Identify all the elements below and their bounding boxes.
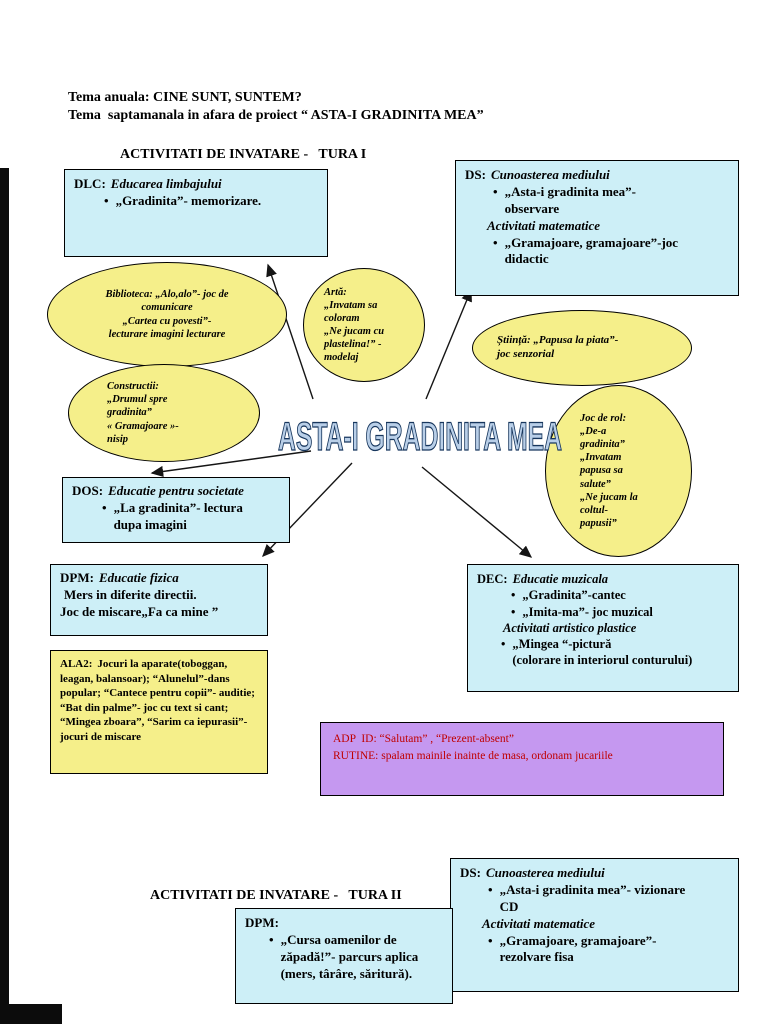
ellipse-stiinta: Știință: „Papusa la piata”- joc senzoria…: [472, 310, 692, 386]
dec-item1-text: „Gradinita”-cantec: [522, 588, 626, 603]
bullet-icon: [493, 235, 498, 252]
dpm2-item-text: „Cursa oamenilor de zăpadă!”- parcurs ap…: [280, 931, 419, 981]
adp-line2: RUTINE: spalam mainile inainte de masa, …: [333, 750, 613, 763]
bullet-icon: [511, 604, 515, 620]
ds1-heading: DS: Cunoasterea mediului: [465, 167, 729, 184]
box-dpm-tura1: DPM: Educatie fizica Mers in diferite dir…: [50, 564, 268, 636]
ds1-item2-text: „Gramajoare, gramajoare”-joc didactic: [504, 234, 679, 267]
dpm2-item: „Cursa oamenilor de zăpadă!”- parcurs ap…: [245, 932, 443, 983]
arrow-to-ds1: [425, 288, 472, 400]
box-dlc: DLC: Educarea limbajului „Gradinita”- mem…: [64, 169, 328, 257]
ds1-item2: „Gramajoare, gramajoare”-joc didactic: [465, 235, 729, 269]
ellipse-arta-text: Artă: „Invatam sa coloram „Ne jucam cu p…: [324, 286, 385, 364]
bullet-icon: [501, 636, 505, 652]
bullet-icon: [269, 932, 274, 949]
center-title-text: ASTA-I GRADINITA MEA: [278, 415, 562, 459]
ds2-item2: „Gramajoare, gramajoare”- rezolvare fisa: [460, 933, 729, 967]
bullet-icon: [488, 933, 493, 950]
box-ala2: ALA2:Jocuri la aparate(toboggan, leagan,…: [50, 650, 268, 774]
ellipse-biblioteca-text: Biblioteca: „Alo,alo”- joc de comunicare…: [105, 289, 229, 340]
dpm2-heading: DPM:: [245, 915, 443, 932]
ds2-code: DS:: [460, 865, 481, 880]
dos-title: Educatie pentru societate: [108, 483, 244, 498]
dec-code: DEC:: [477, 572, 508, 586]
bullet-icon: [102, 500, 107, 517]
dec-item2-text: „Imita-ma”- joc muzical: [522, 604, 653, 619]
bullet-icon: [493, 184, 498, 201]
section-title-tura-2: ACTIVITATI DE INVATARE - TURA II: [150, 888, 402, 903]
ellipse-stiinta-text: Știință: „Papusa la piata”- joc senzoria…: [497, 334, 619, 360]
scan-artifact-left-edge: [0, 168, 9, 1010]
ds1-item1-text: „Asta-i gradinita mea”- observare: [504, 183, 636, 216]
ds2-item2-text: „Gramajoare, gramajoare”- rezolvare fisa: [499, 932, 657, 965]
theme-weekly-line: Tema saptamanala in afara de proiect “ A…: [68, 108, 484, 123]
ds1-code: DS:: [465, 167, 486, 182]
section-title-tura-1: ACTIVITATI DE INVATARE - TURA I: [120, 147, 367, 162]
box-adp: ADP ID: “Salutam” , “Prezent-absent” RUT…: [320, 722, 724, 796]
box-dpm-tura2: DPM: „Cursa oamenilor de zăpadă!”- parcu…: [235, 908, 453, 1004]
dos-item-text: „La gradinita”- lectura dupa imagini: [113, 499, 243, 532]
dec-item2: „Imita-ma”- joc muzical: [477, 604, 729, 620]
dpm1-title: Educatie fizica: [98, 570, 179, 585]
ala2-text: Jocuri la aparate(toboggan, leagan, bala…: [60, 658, 255, 743]
bullet-icon: [104, 193, 109, 210]
ds2-heading: DS: Cunoasterea mediului: [460, 865, 729, 882]
dos-item: „La gradinita”- lectura dupa imagini: [72, 500, 280, 534]
ellipse-constructii-text: Constructii: „Drumul spre gradinita” « G…: [107, 381, 179, 445]
arrow-to-dec: [421, 466, 533, 558]
dpm1-heading: DPM: Educatie fizica: [60, 570, 258, 587]
ds2-item1-text: „Asta-i gradinita mea”- vizionare CD: [499, 881, 686, 914]
dlc-code: DLC:: [74, 176, 106, 191]
dpm1-line2: Mers in diferite directii.: [64, 586, 197, 602]
dlc-item-text: „Gradinita”- memorizare.: [115, 192, 262, 208]
adp-line1: ADP ID: “Salutam” , “Prezent-absent”: [333, 733, 514, 745]
box-dec: DEC: Educatie muzicala „Gradinita”-cantec…: [467, 564, 739, 692]
ds1-title: Cunoasterea mediului: [490, 167, 610, 182]
ds1-item1: „Asta-i gradinita mea”- observare: [465, 184, 729, 218]
dos-code: DOS:: [72, 483, 104, 498]
box-dos: DOS: Educatie pentru societate „La gradin…: [62, 477, 290, 543]
ds1-subtitle: Activitati matematice: [487, 217, 601, 233]
dec-title: Educatie muzicala: [512, 572, 609, 586]
dec-subtitle: Activitati artistico plastice: [503, 620, 637, 635]
dpm1-line3: Joc de miscare„Fa ca mine ”: [60, 603, 219, 619]
ellipse-joc-de-rol: Joc de rol: „De-a gradinita” „Invatam pa…: [545, 385, 692, 557]
theme-annual-line: Tema anuala: CINE SUNT, SUNTEM?: [68, 90, 302, 105]
dec-heading: DEC: Educatie muzicala: [477, 571, 729, 587]
dpm1-code: DPM:: [60, 570, 94, 585]
ds2-title: Cunoasterea mediului: [485, 865, 605, 880]
dec-item1: „Gradinita”-cantec: [477, 587, 729, 603]
ds2-subtitle: Activitati matematice: [482, 915, 596, 931]
ds2-item1: „Asta-i gradinita mea”- vizionare CD: [460, 882, 729, 916]
box-ds-tura1: DS: Cunoasterea mediului „Asta-i gradinit…: [455, 160, 739, 296]
scan-artifact-bottom-edge: [0, 1004, 62, 1024]
ellipse-biblioteca: Biblioteca: „Alo,alo”- joc de comunicare…: [47, 262, 287, 367]
center-wordart: ASTA-I GRADINITA MEA: [277, 414, 562, 459]
ala2-label: ALA2:: [60, 658, 93, 670]
ellipse-constructii: Constructii: „Drumul spre gradinita” « G…: [68, 364, 260, 462]
dec-item3: „Mingea “-pictură (colorare in interioru…: [477, 636, 729, 669]
bullet-icon: [511, 587, 515, 603]
ellipse-arta: Artă: „Invatam sa coloram „Ne jucam cu p…: [303, 268, 425, 382]
dec-item3-text: „Mingea “-pictură (colorare in interioru…: [512, 637, 693, 668]
ellipse-joc-de-rol-text: Joc de rol: „De-a gradinita” „Invatam pa…: [580, 412, 638, 529]
dos-heading: DOS: Educatie pentru societate: [72, 483, 280, 500]
dlc-heading: DLC: Educarea limbajului: [74, 176, 318, 193]
box-ds-tura2: DS: Cunoasterea mediului „Asta-i gradinit…: [450, 858, 739, 992]
dlc-title: Educarea limbajului: [110, 176, 222, 191]
dlc-item: „Gradinita”- memorizare.: [74, 193, 318, 210]
dpm2-code: DPM:: [245, 915, 279, 930]
bullet-icon: [488, 882, 493, 899]
